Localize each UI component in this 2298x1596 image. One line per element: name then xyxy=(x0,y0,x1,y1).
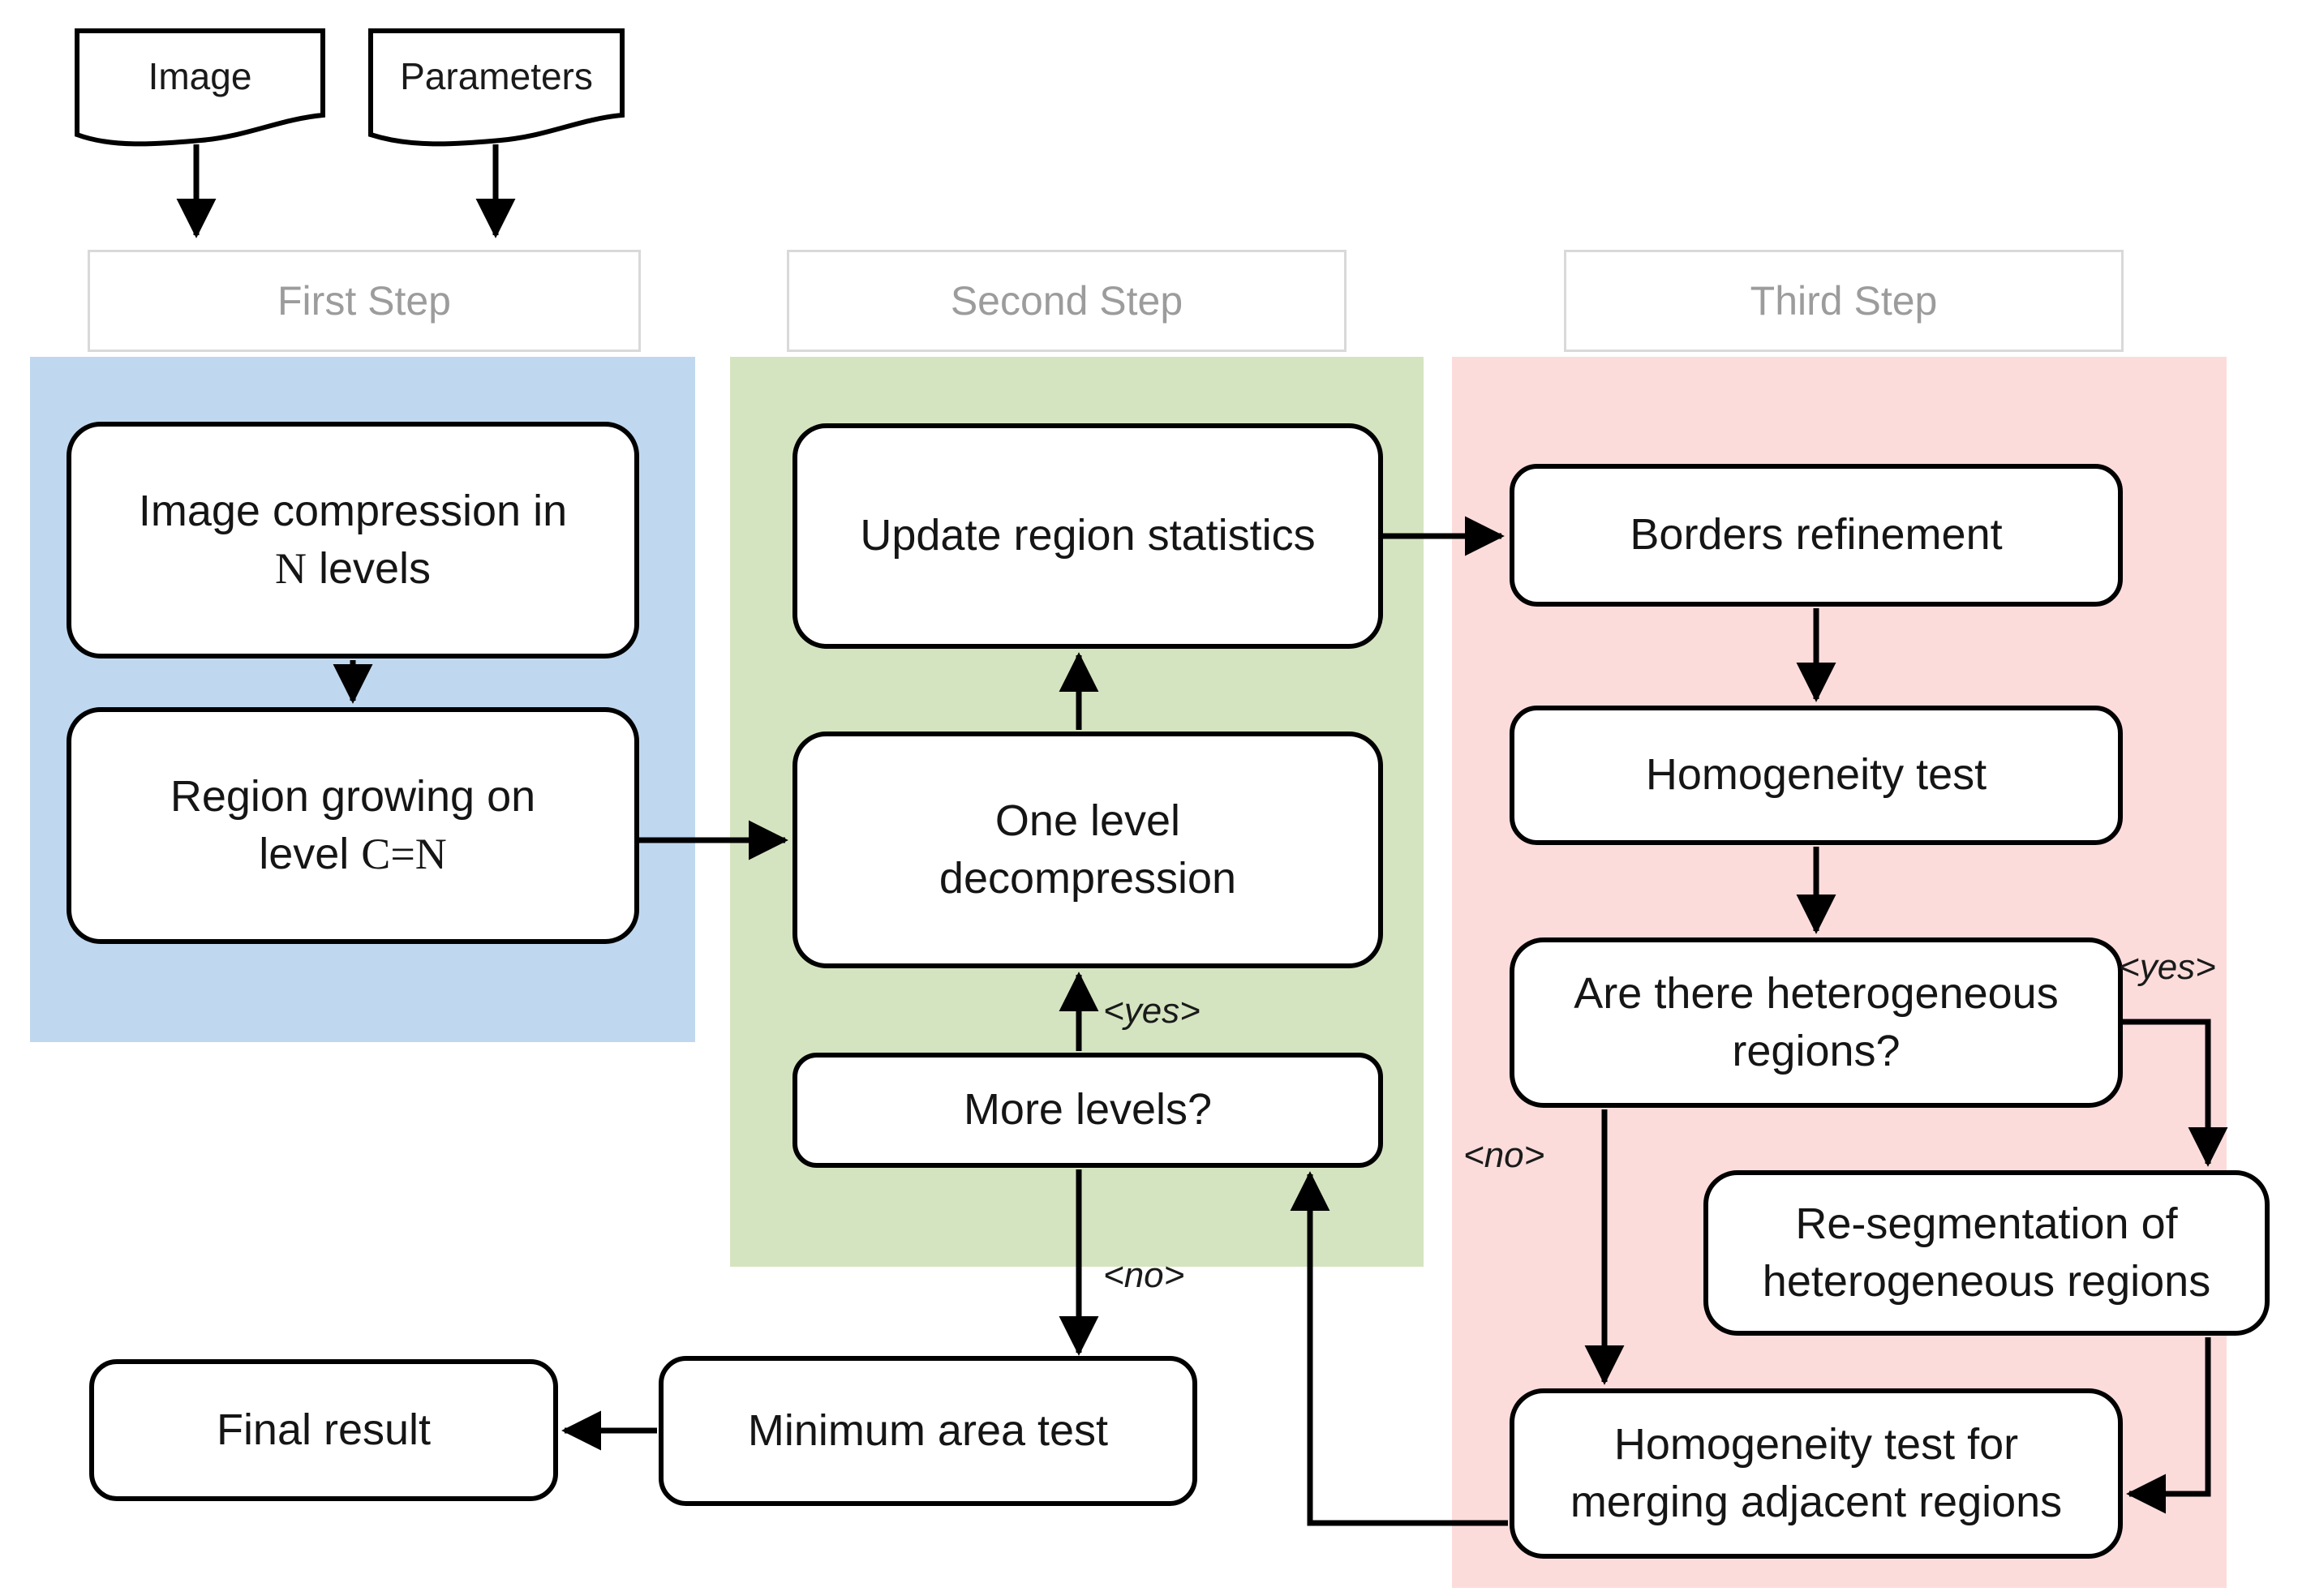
node-text-line: Final result xyxy=(216,1405,432,1454)
node-homogeneity-merge: Homogeneity test for merging adjacent reg… xyxy=(1510,1388,2123,1559)
first-step-text: First Step xyxy=(277,278,451,324)
edge-label-no-heterogeneous: <no> xyxy=(1463,1135,1545,1175)
node-text-line: Minimum area test xyxy=(747,1405,1109,1455)
node-region-growing: Region growing on level C=N xyxy=(67,707,639,944)
third-step-label: Third Step xyxy=(1564,250,2124,352)
node-text-line: Homogeneity test xyxy=(1645,750,1987,800)
node-final-result: Final result xyxy=(89,1359,558,1501)
image-document: Image xyxy=(77,31,323,122)
edge-label-no-more-levels: <no> xyxy=(1103,1255,1185,1295)
third-step-text: Third Step xyxy=(1750,278,1938,324)
node-text-line: merging adjacent regions xyxy=(1570,1478,2063,1526)
node-text-line: More levels? xyxy=(963,1085,1213,1135)
parameters-document-shape xyxy=(368,28,625,147)
node-one-level-decompression: One level decompression xyxy=(792,732,1383,968)
connector-heterogeneous-yes xyxy=(2123,1019,2228,1167)
connector-resegmentation-to-merge xyxy=(2126,1337,2211,1514)
node-text-line: regions? xyxy=(1732,1027,1901,1075)
node-borders-refinement: Borders refinement xyxy=(1510,464,2123,607)
node-text-line: heterogeneous regions xyxy=(1762,1257,2211,1306)
node-minimum-area-test: Minimum area test xyxy=(659,1356,1197,1506)
node-text-line: Borders refinement xyxy=(1630,510,2003,560)
node-text-line: Image compression in xyxy=(138,486,568,535)
node-text-line: Homogeneity test for xyxy=(1613,1419,2019,1469)
node-homogeneity-test: Homogeneity test xyxy=(1510,706,2123,845)
connector-merge-to-more-levels xyxy=(1290,1171,1508,1526)
image-document-shape xyxy=(75,28,325,147)
second-step-label: Second Step xyxy=(787,250,1347,352)
node-resegmentation: Re-segmentation of heterogeneous regions xyxy=(1703,1170,2270,1336)
second-step-text: Second Step xyxy=(950,278,1183,324)
node-more-levels: More levels? xyxy=(792,1053,1383,1168)
parameters-document-text: Parameters xyxy=(400,55,593,97)
parameters-document: Parameters xyxy=(371,31,622,122)
node-text-line: decompression xyxy=(939,854,1237,903)
node-text-line: Re-segmentation of xyxy=(1795,1199,2178,1248)
node-heterogeneous-regions: Are there heterogeneous regions? xyxy=(1510,937,2123,1108)
node-text-line: Region growing on xyxy=(170,771,536,821)
first-step-label: First Step xyxy=(88,250,641,352)
edge-label-yes-more-levels: <yes> xyxy=(1103,991,1201,1031)
image-document-text: Image xyxy=(148,55,252,97)
node-update-statistics: Update region statistics xyxy=(792,423,1383,649)
edge-label-yes-heterogeneous: <yes> xyxy=(2119,947,2216,987)
node-text-line: One level xyxy=(994,796,1181,845)
node-text-line: Are there heterogeneous xyxy=(1574,968,2059,1018)
node-text-line: N levels xyxy=(274,544,432,593)
node-image-compression: Image compression in N levels xyxy=(67,422,639,659)
node-text-line: level C=N xyxy=(259,830,447,878)
node-text-line: Update region statistics xyxy=(860,511,1316,560)
